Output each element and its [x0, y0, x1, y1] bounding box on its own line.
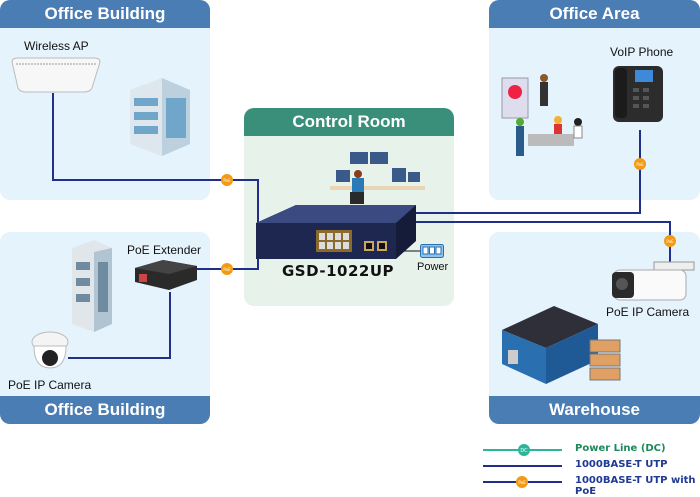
poe-badge	[221, 174, 233, 186]
dome-camera-label: PoE IP Camera	[8, 378, 92, 392]
legend-label-poe: 1000BASE-T UTP with PoE	[575, 475, 696, 497]
bullet-camera-label: PoE IP Camera	[606, 305, 690, 319]
power-connector-icon	[420, 244, 444, 258]
control-room-operator-icon	[330, 152, 425, 204]
dome-camera-icon	[31, 331, 69, 369]
legend-poe-badge	[516, 476, 528, 488]
svg-text:PoE: PoE	[223, 267, 231, 272]
zone-title: Control Room	[244, 108, 454, 136]
legend-label-dc: Power Line (DC)	[575, 443, 666, 454]
svg-text:DC: DC	[520, 448, 528, 454]
svg-text:PoE: PoE	[223, 178, 231, 183]
meeting-people-icon	[501, 74, 583, 156]
voip-phone-label: VoIP Phone	[610, 45, 674, 59]
warehouse-icon	[502, 306, 621, 384]
switch-icon	[256, 205, 416, 259]
zone-title: Warehouse	[489, 396, 700, 424]
legend-label-utp: 1000BASE-T UTP	[575, 459, 668, 470]
power-label: Power	[417, 261, 449, 273]
poe-extender-icon	[135, 260, 197, 290]
poe-extender-label: PoE Extender	[127, 243, 202, 257]
poe-badge	[221, 263, 233, 275]
switch-model-label: GSD-1022UP	[282, 262, 394, 280]
legend-dc-badge	[518, 444, 530, 456]
bullet-camera-icon	[612, 261, 695, 301]
wireless-ap-label: Wireless AP	[24, 39, 89, 53]
wireless-ap-icon	[11, 57, 101, 93]
voip-phone-icon	[613, 66, 663, 122]
svg-text:PoE: PoE	[518, 480, 526, 485]
office-building-icon	[130, 78, 190, 156]
zone-title: Office Building	[0, 396, 210, 424]
zone-title: Office Area	[489, 0, 700, 28]
building-icon	[72, 240, 112, 332]
zone-title: Office Building	[0, 0, 210, 28]
